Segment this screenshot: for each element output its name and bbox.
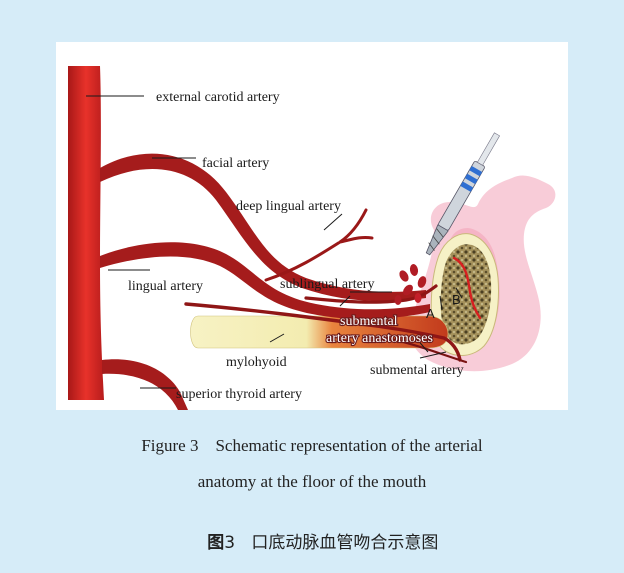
label-facial-artery: facial artery bbox=[202, 156, 269, 171]
figure-caption-en-line1: Figure 3 Schematic representation of the… bbox=[0, 436, 624, 456]
label-point-b: B bbox=[452, 292, 461, 307]
diagram-panel: external carotid artery facial artery de… bbox=[56, 42, 568, 410]
label-external-carotid-artery: external carotid artery bbox=[156, 90, 280, 105]
figure-caption-cn: 图3 口底动脉血管吻合示意图 bbox=[0, 508, 624, 573]
figure-caption-cn-text: 口底动脉血管吻合示意图 bbox=[251, 533, 438, 553]
label-submental-artery: submental artery bbox=[370, 363, 464, 378]
arterial-anatomy-diagram: external carotid artery facial artery de… bbox=[56, 42, 568, 410]
label-superior-thyroid-artery: superior thyroid artery bbox=[176, 387, 302, 402]
figure-caption-cn-number: 3 bbox=[224, 533, 235, 553]
superior-thyroid-artery bbox=[102, 359, 188, 410]
label-deep-lingual-artery: deep lingual artery bbox=[236, 199, 341, 214]
label-sublingual-artery: sublingual artery bbox=[280, 277, 374, 292]
figure-caption-en-line2: anatomy at the floor of the mouth bbox=[0, 472, 624, 492]
label-lingual-artery: lingual artery bbox=[128, 279, 203, 294]
external-carotid-artery bbox=[68, 66, 104, 400]
figure-caption-cn-prefix: 图 bbox=[207, 533, 224, 553]
label-submental-anastomoses-line1: submental bbox=[340, 314, 398, 329]
label-submental-anastomoses-line2: artery anastomoses bbox=[326, 331, 433, 346]
label-mylohyoid: mylohyoid bbox=[226, 355, 287, 370]
label-point-a: A bbox=[426, 306, 435, 321]
